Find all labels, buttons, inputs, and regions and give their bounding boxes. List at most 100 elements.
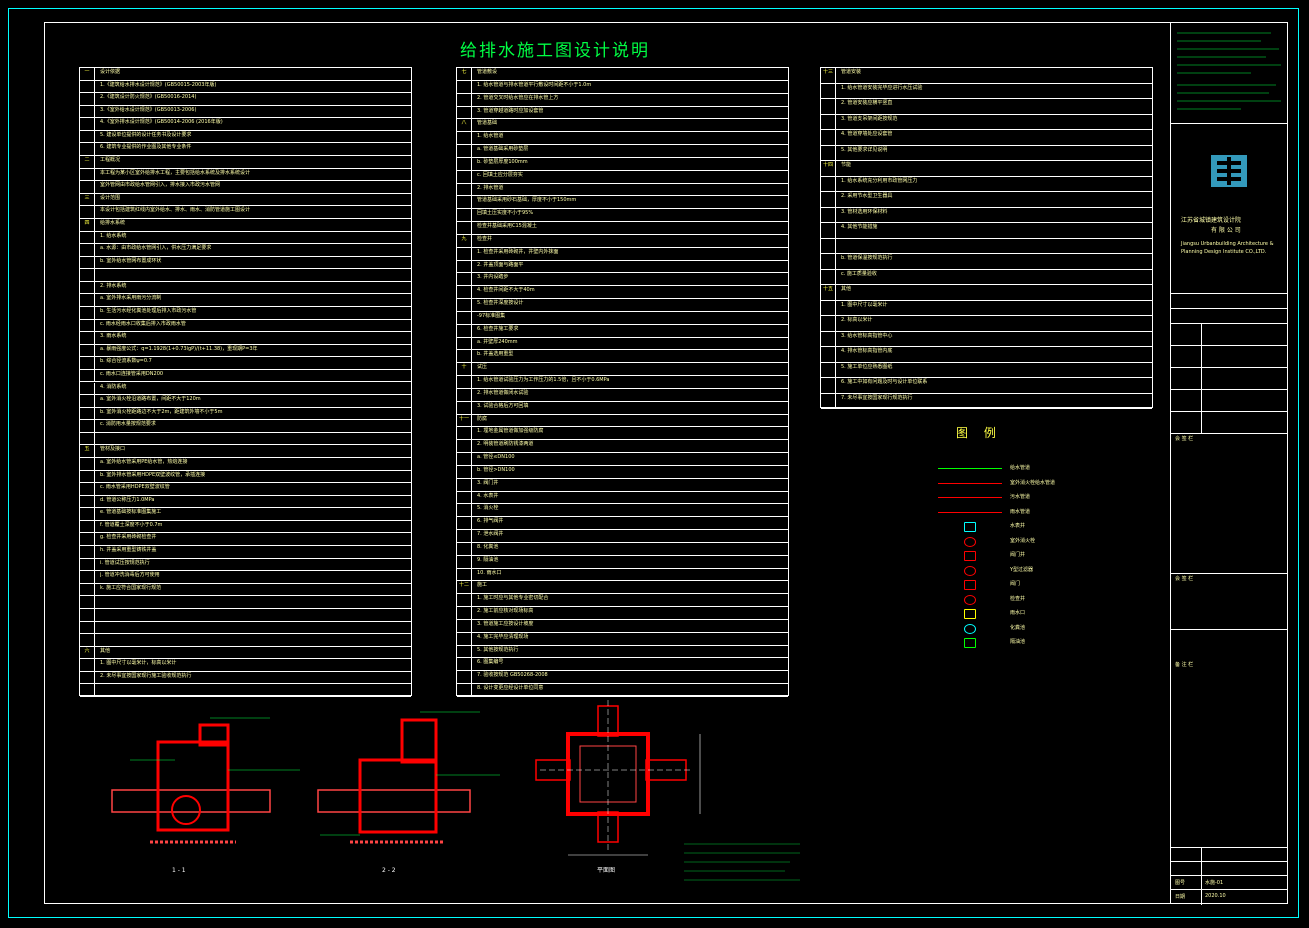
notes-row: 4. 其他节能措施 xyxy=(821,223,1152,239)
notes-row-number xyxy=(457,530,472,542)
notes-row: 六其他 xyxy=(80,646,411,660)
notes-row-number xyxy=(821,269,836,284)
legend-symbol xyxy=(964,594,976,605)
notes-row-number xyxy=(80,382,95,395)
notes-row: 1. 给水系统 xyxy=(80,231,411,245)
notes-row-text: a. 管径≤DN100 xyxy=(477,454,515,461)
company-name-en1: Jiangsu Urbanbuilding Architecture & xyxy=(1181,241,1274,247)
notes-row-number: 十四 xyxy=(821,161,836,176)
legend-label: 污水管道 xyxy=(1010,494,1031,500)
notes-row: c. 雨水口连接管采用DN200 xyxy=(80,369,411,383)
legend-item: 阀门井 xyxy=(938,551,1068,561)
legend-symbol xyxy=(964,565,976,576)
notes-row: 5. 检查井深度按设计 xyxy=(457,299,788,312)
notes-row-number xyxy=(80,269,95,281)
notes-row-number xyxy=(457,170,472,183)
notes-row: 4. 水表井 xyxy=(457,491,788,505)
notes-row-number xyxy=(80,634,95,646)
notes-row-text: c. 回填土应分层夯实 xyxy=(477,171,523,178)
notes-row: 2. 采用节水型卫生器具 xyxy=(821,192,1152,208)
notes-row xyxy=(80,684,411,697)
notes-row-text: 1. 图中尺寸以毫米计，标高以米计 xyxy=(100,660,177,667)
notes-row-number: 八 xyxy=(457,119,472,132)
drawing-outer-frame xyxy=(8,8,1299,918)
notes-row: j. 管道冲洗消毒后方可使用 xyxy=(80,571,411,584)
notes-row: g. 检查井采用砖砌检查井 xyxy=(80,533,411,547)
notes-row-number xyxy=(457,324,472,337)
notes-row: 回填土压实度不小于95% xyxy=(457,209,788,223)
notes-row-number xyxy=(457,453,472,465)
notes-row: a. 管道基础采用砂垫层 xyxy=(457,145,788,158)
notes-row: 8. 设计变更应经设计单位同意 xyxy=(457,684,788,697)
notes-row-text: b. 砂垫层厚度100mm xyxy=(477,158,528,165)
notes-row-number xyxy=(821,393,836,408)
notes-row: 6. 排气阀井 xyxy=(457,517,788,531)
notes-row-text: a. 室外消火栓沿道路布置，间距不大于120m xyxy=(100,396,201,403)
notes-row-number xyxy=(457,658,472,671)
company-name-cn: 江苏省城镇建筑设计院 xyxy=(1181,217,1242,224)
notes-row-text: 5. 检查井深度按设计 xyxy=(477,300,524,307)
notes-row: 五管材及接口 xyxy=(80,445,411,458)
notes-row: a. 暴雨强度公式：q=1.1928(1+0.73lgP)/(t+11.38)，… xyxy=(80,344,411,358)
notes-row-text: a. 暴雨强度公式：q=1.1928(1+0.73lgP)/(t+11.38)，… xyxy=(100,345,258,352)
notes-row-number xyxy=(80,319,95,332)
notes-row: 1. 给水管道安装完毕应进行水压试验 xyxy=(821,83,1152,99)
notes-row-number xyxy=(80,533,95,546)
notes-row: d. 管道公称压力1.0MPa xyxy=(80,495,411,509)
notes-row: a. 室外消火栓沿道路布置，间距不大于120m xyxy=(80,395,411,408)
section-label-2: 2 - 2 xyxy=(382,867,396,874)
notes-row-number xyxy=(457,311,472,324)
notes-row-text: 3. 管材选用环保材料 xyxy=(841,208,888,215)
notes-row: c. 回填土应分层夯实 xyxy=(457,170,788,184)
notes-row-text: 6. 检查井施工要求 xyxy=(477,325,519,332)
section-label-1: 1 - 1 xyxy=(172,867,186,874)
notes-row-text: c. 雨水口连接管采用DN200 xyxy=(100,370,164,377)
notes-row: 6. 施工中如有问题及时与设计单位联系 xyxy=(821,378,1152,394)
legend-label: 化粪池 xyxy=(1010,624,1026,631)
notes-row-text: 2.《建筑设计防火规范》(GB50016-2014) xyxy=(100,94,197,101)
legend-item: 室外消火栓给水管道 xyxy=(938,479,1068,489)
notes-row-number xyxy=(457,93,472,106)
notes-row-text: 2. 未尽事宜按国家现行施工验收规范执行 xyxy=(100,672,192,679)
notes-row-number xyxy=(457,106,472,119)
notes-row-text: 10. 雨水口 xyxy=(477,569,502,576)
notes-row: 5. 建设单位提供的设计任务书及设计要求 xyxy=(80,130,411,144)
notes-row-text: 7. 泄水阀井 xyxy=(477,531,504,538)
company-name-cn2: 有 限 公 司 xyxy=(1211,227,1241,234)
notes-row: 1. 图中尺寸以毫米计，标高以米计 xyxy=(80,659,411,672)
notes-row-number xyxy=(80,420,95,432)
notes-row: 七管道敷设 xyxy=(457,68,788,81)
notes-row-number xyxy=(457,684,472,696)
notes-row-text: 管材及接口 xyxy=(100,446,126,453)
notes-row: 2. 施工前应核对现场标高 xyxy=(457,607,788,620)
notes-row-text: i. 管道试压按规范执行 xyxy=(100,559,150,566)
notes-row: 3.《室外给水设计规范》(GB50013-2006) xyxy=(80,105,411,119)
legend-label: 水表井 xyxy=(1010,523,1026,529)
notes-row-text: 检查井 xyxy=(477,235,493,242)
notes-row-text: 室外管网由市政给水管网引入，排水接入市政污水管网 xyxy=(100,182,221,189)
header-notes-lines xyxy=(1177,32,1281,110)
title-block: 江苏省城镇建筑设计院 有 限 公 司 Jiangsu Urbanbuilding… xyxy=(1170,22,1288,905)
notes-row: b. 室外给水管网布置成环状 xyxy=(80,256,411,270)
notes-row-number: 十二 xyxy=(457,581,472,594)
notes-row-number: 四 xyxy=(80,218,95,231)
notes-row-number: 十五 xyxy=(821,285,836,300)
notes-row-number xyxy=(80,307,95,319)
notes-row-text: 8. 设计变更应经设计单位同意 xyxy=(477,685,544,692)
notes-row-text: 管道安装 xyxy=(841,69,862,75)
notes-row-text: 4. 消防系统 xyxy=(100,383,127,390)
notes-row-text: 2. 管道交叉时给水管应在排水管上方 xyxy=(477,94,559,101)
notes-row-text: c. 施工质量验收 xyxy=(841,270,877,277)
notes-row-number xyxy=(821,254,836,269)
notes-row-number xyxy=(80,181,95,193)
notes-row: 室外管网由市政给水管网引入，排水接入市政污水管网 xyxy=(80,181,411,194)
notes-row-number xyxy=(457,209,472,222)
notes-row-number xyxy=(457,157,472,170)
notes-row: 1. 给水系统充分利用市政管网压力 xyxy=(821,176,1152,192)
notes-row: 本工程为某小区室外给排水工程，主要包括给水系统及排水系统设计 xyxy=(80,168,411,182)
notes-row-number xyxy=(457,286,472,299)
notes-row-text: 3. 管道穿越道路时应加设套管 xyxy=(477,107,544,114)
notes-row: 7. 泄水阀井 xyxy=(457,530,788,543)
